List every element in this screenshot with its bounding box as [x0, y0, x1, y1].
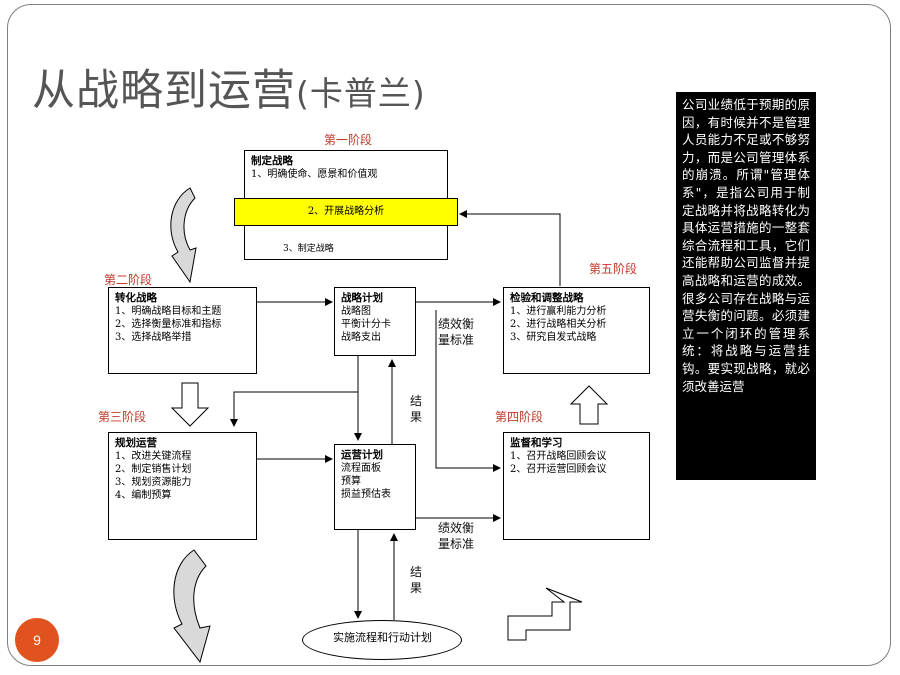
- box-title: 转化战略: [115, 292, 157, 304]
- box-line: 2、召开运营回顾会议: [510, 464, 607, 475]
- box-line: 预算: [341, 476, 361, 487]
- edge-label-line: 量标准: [438, 333, 475, 347]
- box-line: 3、选择战略举措: [115, 332, 192, 343]
- edge-label-line: 绩效衡: [438, 521, 475, 535]
- box-line: 1、改进关键流程: [115, 451, 192, 462]
- edge-label-result-1: 结 果: [409, 393, 423, 425]
- box-title: 监督和学习: [510, 437, 563, 449]
- box-title: 规划运营: [115, 437, 157, 449]
- box-line: 2、进行战略相关分析: [510, 319, 607, 330]
- edge-label-line: 绩效衡: [438, 317, 475, 331]
- box-line: 战略支出: [341, 332, 381, 343]
- box-title: 检验和调整战略: [510, 292, 584, 304]
- edge-label-line: 果: [409, 410, 422, 424]
- title-main: 从战略到运营: [32, 66, 296, 116]
- box-title: 运营计划: [341, 449, 383, 461]
- ellipse-label: 实施流程和行动计划: [333, 631, 432, 644]
- title-sub: (卡普兰): [296, 74, 426, 113]
- bent-up-arrow: [507, 587, 583, 641]
- ellipse-execution: 实施流程和行动计划: [302, 620, 462, 660]
- box-line: 损益预估表: [341, 489, 391, 500]
- box-translate-strategy: 转化战略 1、明确战略目标和主题 2、选择衡量标准和指标 3、选择战略举措: [108, 287, 257, 374]
- block-up-arrow: [569, 385, 609, 425]
- page-number-badge: 9: [15, 618, 59, 662]
- stage-4-label: 第四阶段: [495, 410, 544, 424]
- slide-title: 从战略到运营(卡普兰): [32, 56, 426, 118]
- stage-2-label: 第二阶段: [104, 273, 153, 287]
- edge-label-performance-2: 绩效衡 量标准: [438, 520, 474, 552]
- box-line: 2、制定销售计划: [115, 464, 192, 475]
- stage-5-label: 第五阶段: [589, 262, 638, 276]
- box-plan-operations: 规划运营 1、改进关键流程 2、制定销售计划 3、规划资源能力 4、编制预算: [108, 432, 257, 540]
- block-down-arrow: [170, 382, 210, 427]
- box-line: 4、编制预算: [115, 490, 172, 501]
- box-line: 战略图: [341, 306, 371, 317]
- edge-label-line: 果: [409, 581, 422, 595]
- edge-label-line: 结: [409, 394, 422, 408]
- box-line: 3、规划资源能力: [115, 477, 192, 488]
- box-line: 1、进行赢利能力分析: [510, 306, 607, 317]
- arrow-test-to-formulate: [459, 210, 561, 286]
- side-note: 公司业绩低于预期的原因，有时候并不是管理人员能力不足或不够努力，而是公司管理体系…: [676, 92, 816, 480]
- stage-3-label: 第三阶段: [98, 410, 147, 424]
- arrow-plan-to-planops: [230, 391, 358, 427]
- box-line: 平衡计分卡: [341, 319, 391, 330]
- box-strategic-plan: 战略计划 战略图 平衡计分卡 战略支出: [334, 287, 416, 356]
- box-line: 1、明确使命、愿景和价值观: [251, 169, 378, 180]
- slide-frame: [7, 4, 891, 666]
- edge-label-performance-1: 绩效衡 量标准: [438, 316, 474, 348]
- box-line: 1、明确战略目标和主题: [115, 306, 222, 317]
- edge-label-line: 量标准: [438, 537, 475, 551]
- stage-1-label: 第一阶段: [324, 133, 373, 147]
- arrow-plan-to-monitor: [435, 310, 501, 472]
- box-monitor-learn: 监督和学习 1、召开战略回顾会议 2、召开运营回顾会议: [503, 432, 650, 540]
- box-line: 3、制定战略: [283, 244, 334, 254]
- box-operations-plan: 运营计划 流程面板 预算 损益预估表: [334, 444, 416, 530]
- box-line: 1、召开战略回顾会议: [510, 451, 607, 462]
- box-title: 制定战略: [251, 155, 293, 167]
- edge-label-line: 结: [409, 565, 422, 579]
- edge-label-result-2: 结 果: [409, 564, 423, 596]
- box-title: 战略计划: [341, 292, 383, 304]
- box-line: 2、选择衡量标准和指标: [115, 319, 222, 330]
- box-line: 3、研究自发式战略: [510, 332, 597, 343]
- curved-arrow-top: [170, 187, 197, 284]
- box-line: 流程面板: [341, 463, 381, 474]
- highlight-strategy-analysis: 2、开展战略分析: [234, 198, 458, 226]
- curved-arrow-bottom: [173, 549, 211, 664]
- box-test-adapt-strategy: 检验和调整战略 1、进行赢利能力分析 2、进行战略相关分析 3、研究自发式战略: [503, 287, 650, 374]
